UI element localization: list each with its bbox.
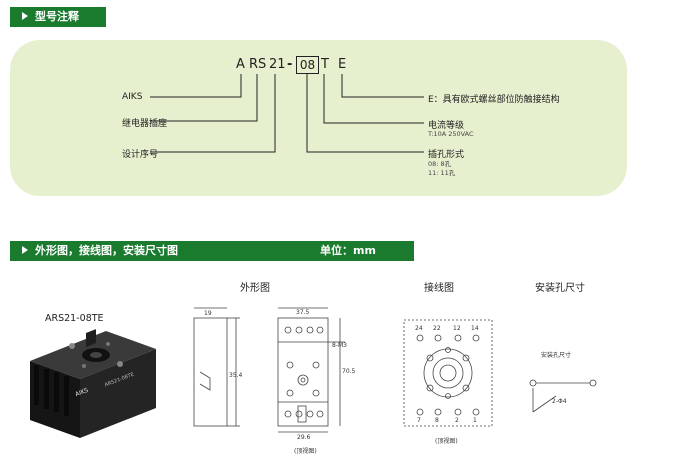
title-mount: 安装孔尺寸	[535, 283, 585, 294]
code-part-21: 21	[269, 57, 286, 72]
pin-7: 7	[417, 417, 421, 424]
dim-29-6: 29.6	[297, 434, 311, 441]
pin-2: 2	[455, 417, 459, 424]
pin-24: 24	[415, 325, 423, 332]
dim-37-5: 37.5	[296, 309, 310, 316]
label-socket: 继电器插座	[122, 119, 168, 129]
code-part-t: T	[321, 57, 329, 72]
pin-12: 12	[453, 325, 461, 332]
code-part-a: A	[236, 57, 245, 72]
pin-14: 14	[471, 325, 479, 332]
dim-70-5: 70.5	[342, 368, 356, 375]
code-part-rs: RS	[249, 57, 267, 72]
section-title: 外形图，接线图，安装尺寸图	[35, 244, 178, 257]
label-aiks: AIKS	[122, 92, 143, 102]
section-header-drawings: 外形图，接线图，安装尺寸图 单位：mm	[10, 241, 414, 261]
dim-2-phi4: 2-Φ4	[552, 398, 567, 405]
label-e-desc: E：具有欧式螺丝部位防触接结构	[428, 95, 560, 105]
product-name: ARS21-08TE	[45, 313, 104, 324]
label-design: 设计序号	[122, 150, 159, 160]
caption-top-view-wiring: (顶视图)	[435, 438, 458, 445]
label-current: 电流等级	[428, 121, 465, 131]
section-title: 型号注释	[35, 10, 79, 23]
caption-mount-note: 安装孔尺寸	[541, 352, 572, 359]
pin-8: 8	[435, 417, 439, 424]
unit-label: 单位：mm	[320, 244, 376, 257]
label-pins-sub1: 08: 8孔	[428, 160, 452, 168]
caption-top-view-outline: (顶视图)	[294, 448, 317, 455]
label-pins: 插孔形式	[428, 150, 465, 160]
label-pins-sub2: 11: 11孔	[428, 169, 456, 177]
title-outline: 外形图	[240, 283, 270, 294]
pin-1: 1	[473, 417, 477, 424]
code-part-e: E	[338, 57, 347, 72]
pin-22: 22	[433, 325, 441, 332]
dim-35-4: 35.4	[229, 372, 243, 379]
dim-8-m3: 8-M3	[332, 342, 347, 349]
triangle-icon	[22, 246, 28, 254]
code-part-08: 08	[296, 56, 319, 74]
dim-19: 19	[204, 310, 212, 317]
triangle-icon	[22, 12, 28, 20]
title-wiring: 接线图	[424, 283, 454, 294]
section-header-model: 型号注释	[10, 7, 106, 27]
label-current-sub: T:10A 250VAC	[428, 130, 474, 138]
code-dash: -	[287, 57, 293, 72]
